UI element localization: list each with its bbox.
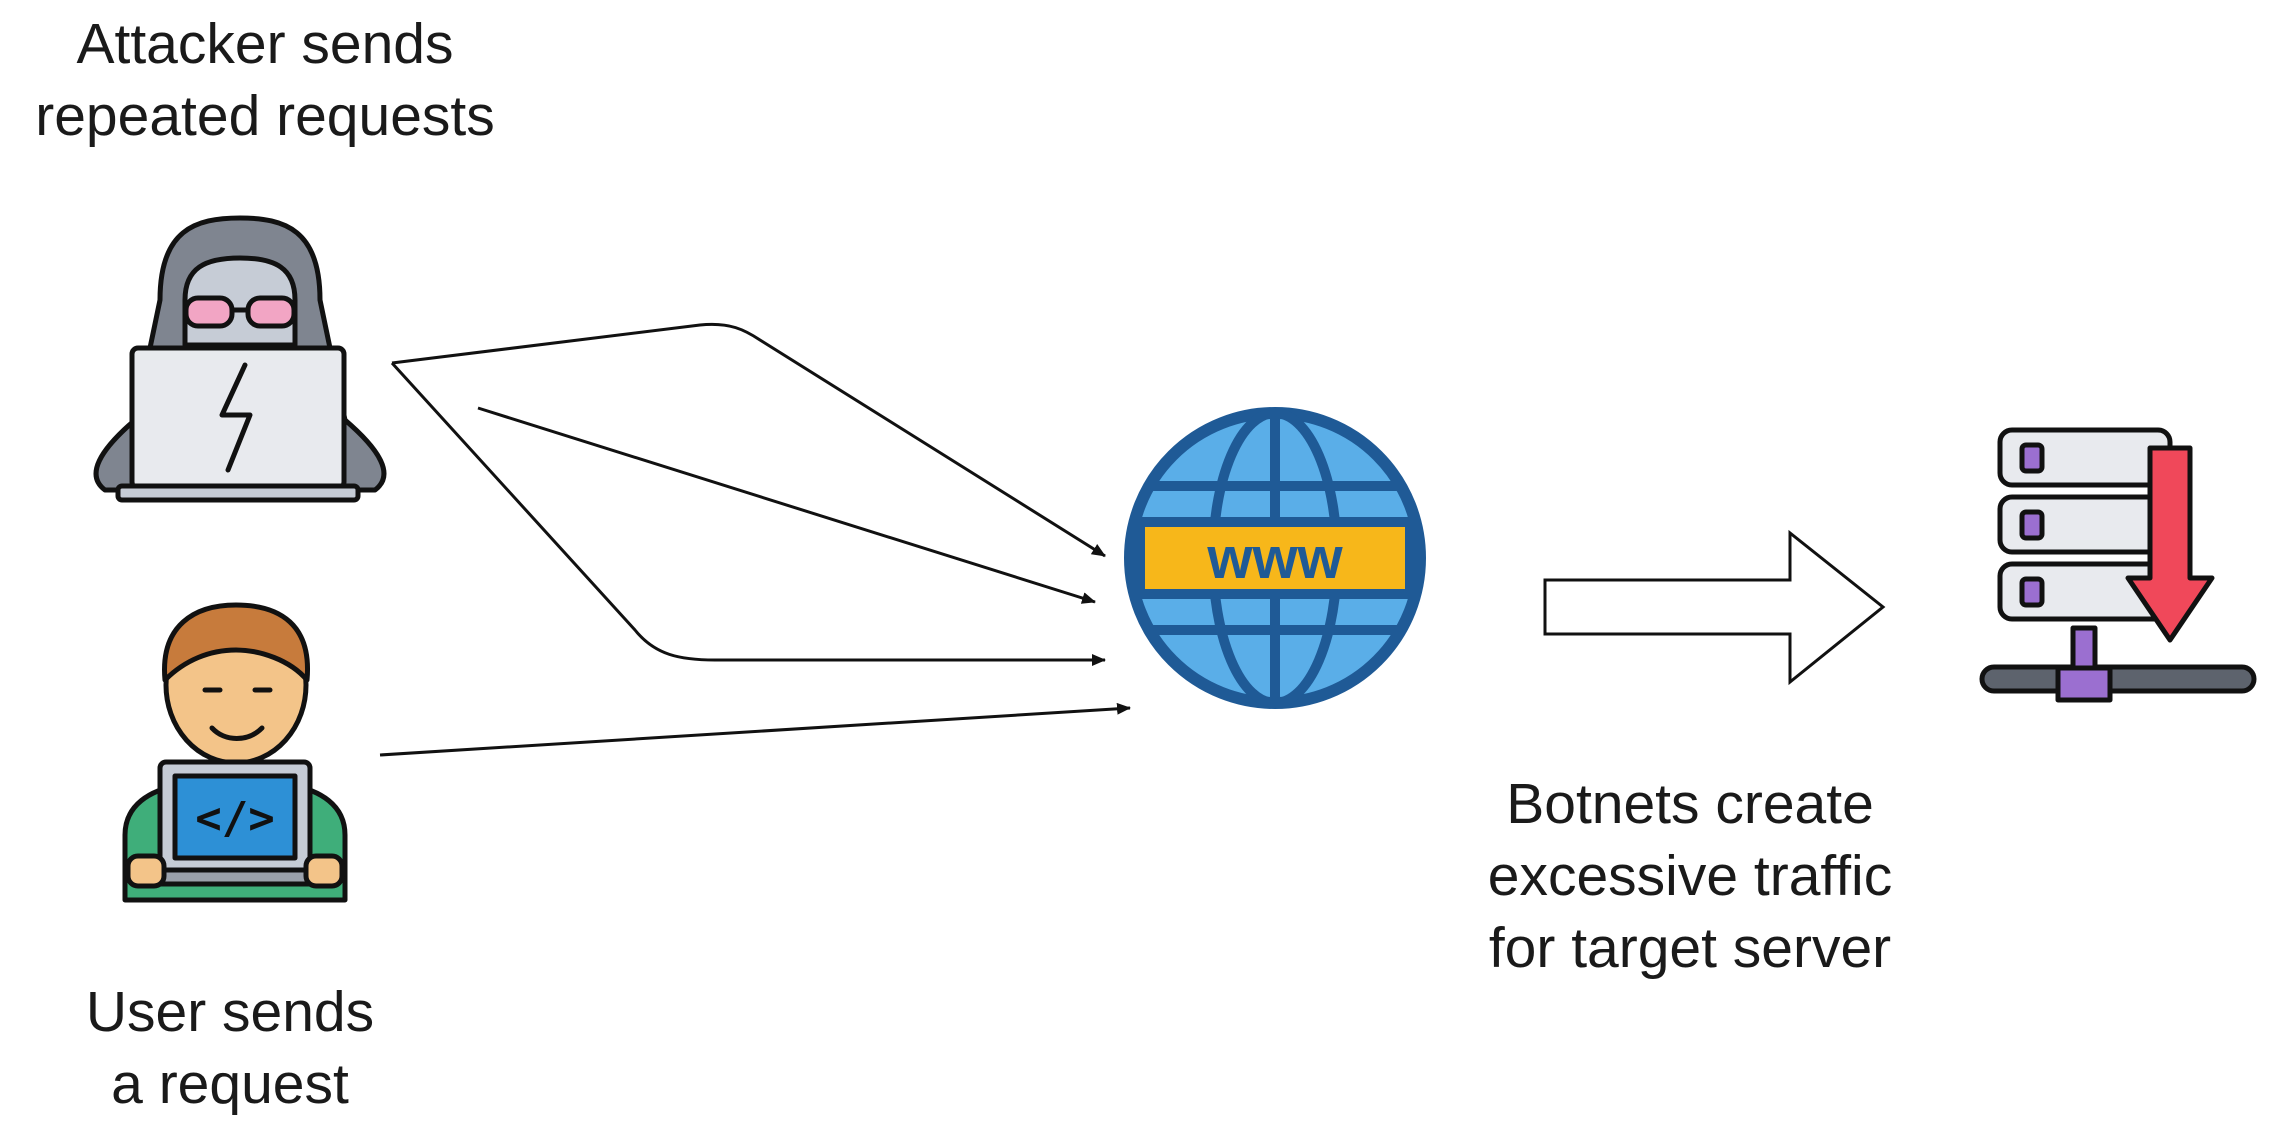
user-caption-line-1: User sends bbox=[85, 980, 375, 1044]
attacker-arrow-3 bbox=[390, 361, 1106, 666]
user-caption: User sends a request bbox=[60, 976, 400, 1120]
attacker-arrow-2 bbox=[477, 406, 1096, 604]
request-arrows bbox=[379, 322, 1131, 757]
user-caption-line-2: a request bbox=[111, 1052, 349, 1116]
svg-text:</>: </> bbox=[195, 793, 274, 844]
botnet-caption-line-1: Botnets create bbox=[1506, 772, 1874, 836]
attacker-caption-line-1: Attacker sends bbox=[76, 12, 454, 76]
botnet-caption-line-3: for target server bbox=[1488, 916, 1892, 980]
hollow-right-arrow-icon bbox=[1543, 529, 1886, 686]
user-arrow bbox=[379, 702, 1131, 757]
attacker-arrow-1 bbox=[391, 322, 1106, 558]
developer-with-laptop-icon: </> bbox=[122, 602, 348, 903]
globe-www-icon: www bbox=[1124, 407, 1426, 709]
hacker-with-laptop-icon bbox=[93, 215, 387, 503]
www-label: www bbox=[1206, 526, 1343, 591]
botnet-caption-line-2: excessive traffic bbox=[1487, 844, 1893, 908]
attacker-caption: Attacker sends repeated requests bbox=[0, 8, 530, 152]
server-download-icon bbox=[1979, 427, 2257, 703]
botnet-caption: Botnets create excessive traffic for tar… bbox=[1440, 768, 1940, 984]
attacker-caption-line-2: repeated requests bbox=[35, 84, 495, 148]
